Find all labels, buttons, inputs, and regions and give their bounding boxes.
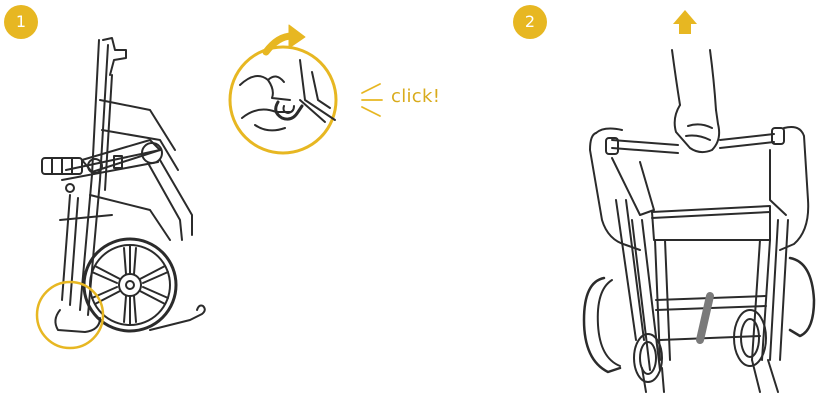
latch-detail-zoom <box>230 47 336 153</box>
curved-arrow-icon <box>266 36 292 52</box>
step-2-badge: 2 <box>513 5 547 39</box>
up-arrow-icon <box>673 10 697 34</box>
click-lines-icon <box>362 84 382 116</box>
strap-detail <box>700 296 710 340</box>
click-label: click! <box>391 86 440 107</box>
curved-arrow-head <box>289 25 305 48</box>
folded-stroller-illustration <box>42 38 205 332</box>
